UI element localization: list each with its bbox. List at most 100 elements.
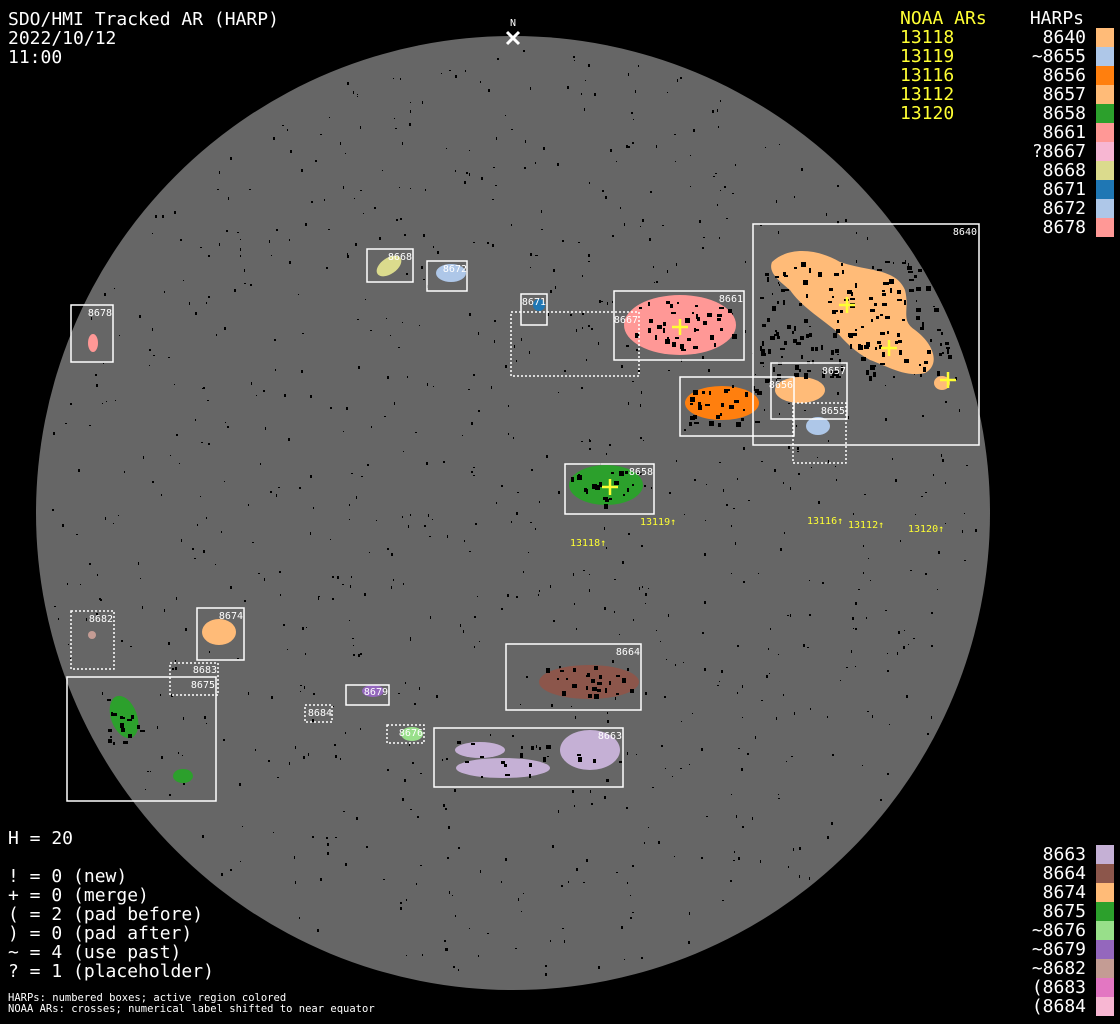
box-label-8640: 8640 bbox=[953, 227, 977, 238]
box-8679[interactable] bbox=[345, 684, 390, 706]
region-8664 bbox=[539, 665, 639, 699]
speckle bbox=[471, 422, 473, 425]
speckle bbox=[720, 190, 721, 191]
speckle bbox=[604, 527, 605, 530]
speckle bbox=[675, 664, 676, 666]
sunspot bbox=[591, 679, 595, 683]
speckle bbox=[446, 148, 447, 149]
speckle bbox=[430, 616, 431, 619]
speckle bbox=[653, 266, 654, 268]
speckle bbox=[606, 547, 607, 549]
speckle bbox=[119, 335, 120, 336]
harp-legend-label: 8668 bbox=[1042, 160, 1086, 181]
noaa-label-13120: 13120↑ bbox=[908, 524, 944, 535]
speckle bbox=[922, 415, 924, 417]
box-8664[interactable] bbox=[505, 643, 642, 711]
speckle bbox=[185, 628, 187, 631]
speckle bbox=[223, 739, 225, 741]
sunspot bbox=[520, 753, 523, 758]
box-8672[interactable] bbox=[426, 260, 468, 292]
sunspot bbox=[594, 694, 599, 699]
box-8661[interactable] bbox=[613, 290, 745, 361]
sunspot bbox=[870, 365, 875, 370]
sunspot bbox=[770, 336, 775, 340]
speckle bbox=[822, 582, 824, 584]
speckle bbox=[535, 162, 536, 164]
box-8668[interactable] bbox=[366, 248, 414, 283]
sunspot bbox=[858, 345, 863, 350]
sunspot bbox=[698, 405, 702, 410]
sunspot bbox=[897, 290, 901, 294]
sunspot bbox=[855, 329, 857, 331]
speckle bbox=[867, 711, 869, 712]
box-8678[interactable] bbox=[70, 304, 114, 363]
sunspot bbox=[841, 263, 843, 266]
speckle bbox=[910, 570, 912, 571]
speckle bbox=[846, 667, 848, 668]
sunspot bbox=[611, 472, 614, 474]
box-8640[interactable] bbox=[752, 223, 980, 446]
box-label-8655: 8655 bbox=[821, 406, 845, 417]
sunspot bbox=[619, 471, 624, 476]
speckle bbox=[858, 589, 860, 590]
sunspot bbox=[897, 333, 900, 337]
sunspot bbox=[120, 716, 123, 719]
harp-color-swatch bbox=[1096, 218, 1114, 237]
box-8676[interactable] bbox=[386, 724, 425, 744]
box-8682[interactable] bbox=[70, 610, 115, 670]
sunspot bbox=[882, 293, 886, 296]
speckle bbox=[414, 703, 416, 705]
harp-color-swatch bbox=[1096, 28, 1114, 47]
sunspot bbox=[822, 370, 825, 374]
speckle bbox=[328, 229, 330, 230]
speckle bbox=[447, 535, 448, 538]
speckle bbox=[568, 881, 569, 883]
sunspot bbox=[799, 369, 801, 372]
sunspot bbox=[940, 284, 945, 286]
speckle bbox=[693, 129, 695, 132]
box-8663[interactable] bbox=[433, 727, 624, 788]
speckle bbox=[324, 199, 325, 201]
box-8684[interactable] bbox=[304, 704, 333, 723]
box-8658[interactable] bbox=[564, 463, 655, 515]
box-8656[interactable] bbox=[679, 376, 795, 437]
sunspot bbox=[803, 280, 808, 285]
speckle bbox=[517, 492, 519, 493]
sunspot bbox=[922, 322, 924, 327]
sunspot bbox=[811, 347, 814, 351]
sunspot-umbrae bbox=[107, 260, 962, 782]
box-8675[interactable] bbox=[66, 676, 217, 802]
speckle bbox=[508, 405, 509, 407]
speckle bbox=[742, 826, 744, 828]
speckle bbox=[201, 442, 203, 443]
speckle bbox=[402, 798, 404, 801]
box-8683[interactable] bbox=[169, 662, 219, 696]
speckle bbox=[478, 410, 480, 412]
speckle bbox=[641, 545, 643, 547]
noaa-cross-icon bbox=[940, 372, 956, 388]
speckle bbox=[91, 317, 92, 320]
sunspot bbox=[718, 423, 721, 427]
speckle bbox=[516, 512, 518, 515]
box-8655[interactable] bbox=[792, 402, 847, 464]
speckle bbox=[305, 223, 307, 226]
sunspot bbox=[904, 359, 909, 363]
speckle bbox=[149, 365, 150, 366]
sunspot bbox=[773, 367, 775, 372]
speckle bbox=[602, 190, 604, 192]
speckle bbox=[352, 638, 354, 639]
box-8657[interactable] bbox=[770, 362, 848, 420]
speckle bbox=[598, 966, 600, 969]
harp-legend-label: 8640 bbox=[1042, 27, 1086, 48]
speckle bbox=[393, 579, 394, 581]
harps-heading: HARPs bbox=[1029, 8, 1084, 29]
box-8671[interactable] bbox=[520, 293, 548, 326]
sunspot bbox=[128, 734, 132, 738]
speckle bbox=[964, 513, 965, 514]
sunspot bbox=[719, 307, 724, 309]
box-8674[interactable] bbox=[196, 607, 245, 661]
speckle bbox=[745, 330, 746, 333]
box-8667[interactable] bbox=[510, 311, 640, 377]
speckle bbox=[407, 376, 408, 378]
sunspot bbox=[849, 334, 853, 338]
